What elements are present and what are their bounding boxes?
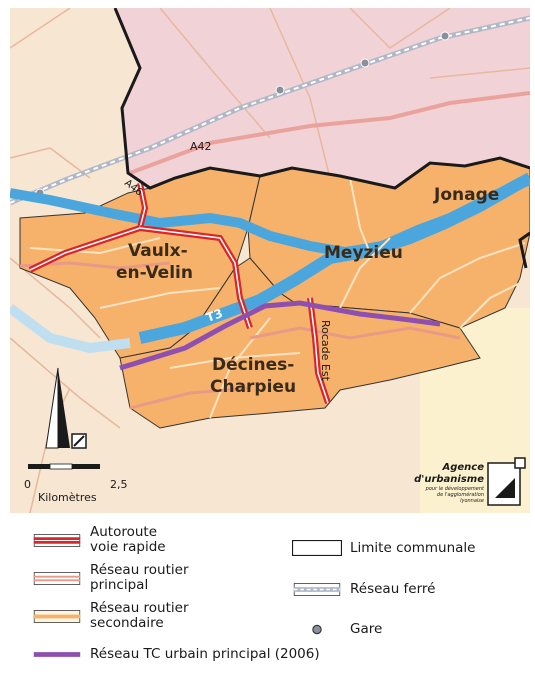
agency-line5: lyonnaise [460,498,484,504]
legend-limite-label: Limite communale [350,539,476,556]
scale-unit: Kilomètres [38,491,97,504]
canal-jonage [138,172,530,344]
a42-road [129,91,530,175]
scale-end: 2,5 [110,478,128,491]
legend-ferre: Réseau ferré [292,582,435,597]
station-swatch-icon [312,624,322,635]
legend-ferre-label: Réseau ferré [350,581,436,597]
railway-swatch-icon [293,583,341,596]
label-decines-2: Charpieu [210,377,296,397]
legend-secondaire-line2: secondaire [90,615,164,631]
agency-line3: pour le développement [425,485,485,492]
legend-principal: Réseau routier principal [32,563,189,593]
agency-logo [487,457,526,506]
secondary-road-swatch-icon [33,609,81,623]
legend-secondaire: Réseau routier secondaire [32,601,189,631]
label-a42: A42 [190,140,212,153]
legend-autoroute: Autoroute voie rapide [32,525,166,555]
commune-boundary [113,8,530,190]
legend-principal-line2: principal [90,577,149,593]
agency-line4: de l'agglomération [437,491,484,498]
motorways [28,182,331,404]
legend-gare-label: Gare [350,621,383,637]
label-rocade: Rocade Est [319,320,332,382]
label-vaulx-1: Vaulx- [128,241,188,261]
map: Vaulx- en-Velin Meyzieu Jonage Décines- … [10,8,530,513]
legend-autoroute-line1: Autoroute [90,524,158,540]
legend: Autoroute voie rapide Réseau routier pri… [0,515,535,680]
agency-line2: d'urbanisme [414,474,484,485]
label-jonage: Jonage [433,185,499,205]
commune-decines [119,257,481,429]
legend-secondaire-line1: Réseau routier [90,600,189,616]
main-road-swatch-icon [33,571,81,585]
agency-line1: Agence [441,462,484,473]
label-meyzieu: Meyzieu [324,243,403,263]
legend-gare: Gare [292,622,382,637]
secondary-roads [29,177,526,419]
scale-bar [28,463,100,470]
boundary-swatch-icon [292,540,342,556]
north-zone [115,8,530,188]
tram-t3 [119,300,441,371]
label-t3: T3 [204,306,224,325]
label-vaulx-2: en-Velin [116,263,193,283]
label-decines-1: Décines- [212,355,294,375]
legend-tc: Réseau TC urbain principal (2006) [32,647,320,662]
north-arrow-icon [45,367,87,449]
background-roads [10,8,530,513]
tram-swatch-icon [33,652,81,657]
legend-tc-label: Réseau TC urbain principal (2006) [90,646,320,662]
scale-start: 0 [24,478,31,491]
legend-principal-line1: Réseau routier [90,562,189,578]
motorway-swatch-icon [33,533,81,547]
legend-autoroute-line2: voie rapide [90,539,166,555]
legend-limite: Limite communale [292,540,476,556]
